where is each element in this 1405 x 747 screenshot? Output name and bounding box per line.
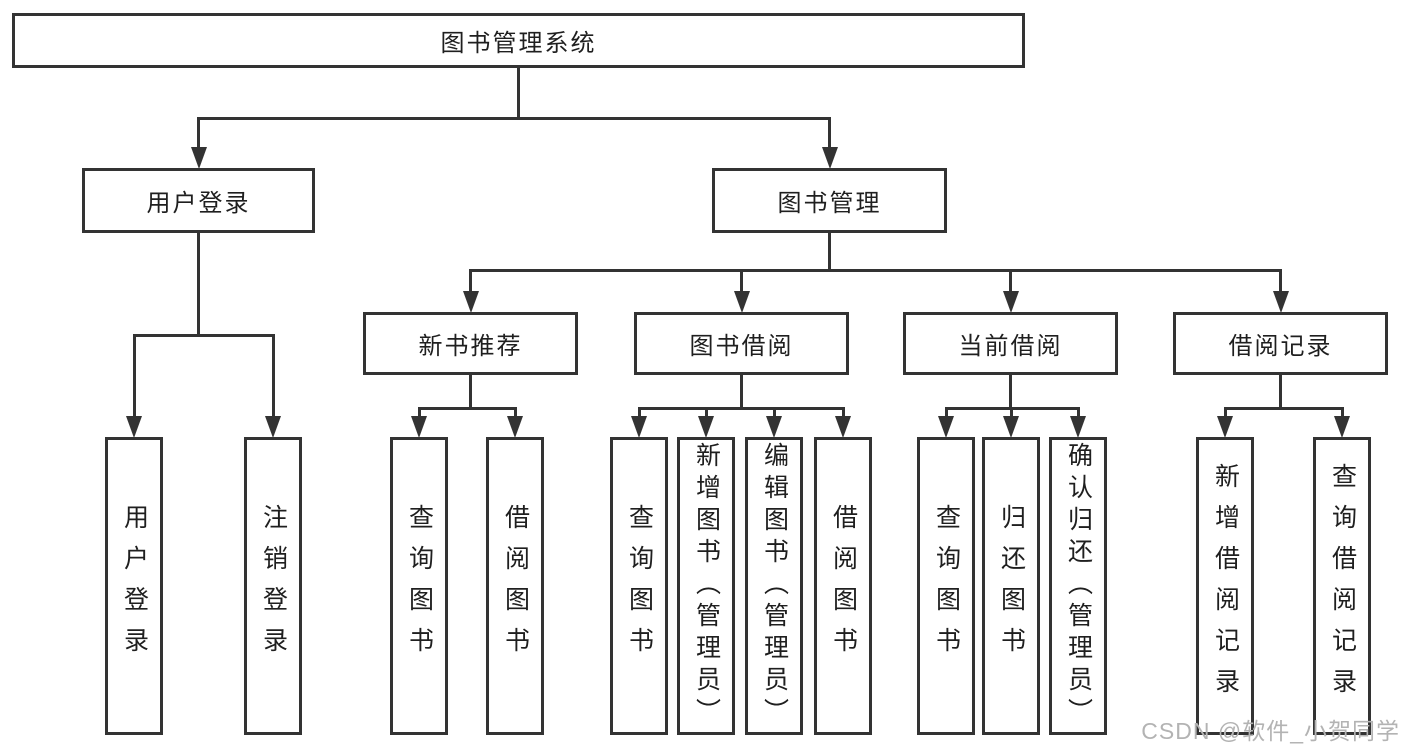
node-label-leaf-cb-confirm: 确认归还（管理员） <box>1064 442 1093 730</box>
node-label-leaf-cb-query: 查询图书 <box>932 504 961 668</box>
connector-drop-book-mgmt <box>828 118 831 150</box>
arrowhead-new-book-rec <box>462 291 479 313</box>
connector-drop-leaf-bb-edit <box>772 408 776 419</box>
connector-drop-leaf-user-login <box>132 335 136 419</box>
node-book-mgmt: 图书管理 <box>712 168 947 233</box>
csdn-watermark: CSDN @软件_小贺同学 <box>1141 718 1400 744</box>
connector-bar-user-login <box>132 333 275 337</box>
arrowhead-leaf-bb-query <box>631 416 647 438</box>
connector-bar-book-mgmt <box>469 268 1282 272</box>
connector-bar-root <box>197 116 831 120</box>
connector-stem-book-borrow <box>740 375 743 410</box>
arrowhead-book-borrow <box>733 291 750 313</box>
arrowhead-leaf-br-add <box>1217 416 1233 438</box>
node-user-login: 用户登录 <box>82 168 315 233</box>
arrowhead-leaf-bb-borrow <box>835 416 851 438</box>
connector-drop-leaf-cb-return <box>1009 408 1013 419</box>
node-label-current-borrow: 当前借阅 <box>958 333 1063 360</box>
node-leaf-nb-query: 查询图书 <box>390 437 448 735</box>
arrowhead-user-login <box>190 147 207 169</box>
connector-drop-leaf-logout <box>271 335 275 419</box>
arrowhead-leaf-logout <box>265 416 281 438</box>
node-leaf-cb-query: 查询图书 <box>917 437 975 735</box>
arrowhead-leaf-nb-borrow <box>507 416 523 438</box>
node-label-root: 图书管理系统 <box>440 30 597 57</box>
arrowhead-leaf-cb-return <box>1003 416 1019 438</box>
arrowhead-leaf-user-login <box>126 416 142 438</box>
node-current-borrow: 当前借阅 <box>903 312 1118 375</box>
node-label-new-book-rec: 新书推荐 <box>418 333 523 360</box>
arrowhead-leaf-nb-query <box>411 416 427 438</box>
arrowhead-current-borrow <box>1002 291 1019 313</box>
node-label-leaf-br-add: 新增借阅记录 <box>1211 463 1240 709</box>
node-leaf-bb-add: 新增图书（管理员） <box>677 437 735 735</box>
arrowhead-leaf-bb-edit <box>766 416 782 438</box>
node-leaf-nb-borrow: 借阅图书 <box>486 437 544 735</box>
node-label-leaf-bb-edit: 编辑图书（管理员） <box>760 442 789 730</box>
connector-drop-leaf-bb-borrow <box>841 408 845 419</box>
node-label-leaf-cb-return: 归还图书 <box>997 504 1026 668</box>
node-leaf-user-login: 用户登录 <box>105 437 163 735</box>
node-label-book-mgmt: 图书管理 <box>777 190 882 217</box>
connector-bar-new-book-rec <box>417 406 517 410</box>
node-label-leaf-nb-borrow: 借阅图书 <box>501 504 530 668</box>
node-leaf-bb-edit: 编辑图书（管理员） <box>745 437 803 735</box>
connector-stem-current-borrow <box>1009 375 1012 410</box>
node-label-leaf-logout: 注销登录 <box>259 504 288 668</box>
connector-drop-book-borrow <box>740 270 743 294</box>
connector-drop-borrow-records <box>1279 270 1282 294</box>
node-label-leaf-nb-query: 查询图书 <box>405 504 434 668</box>
connector-stem-root <box>517 68 520 120</box>
node-label-leaf-bb-query: 查询图书 <box>625 504 654 668</box>
node-leaf-logout: 注销登录 <box>244 437 302 735</box>
connector-drop-leaf-bb-add <box>704 408 708 419</box>
node-root: 图书管理系统 <box>12 13 1025 68</box>
node-leaf-br-add: 新增借阅记录 <box>1196 437 1254 735</box>
node-label-leaf-br-query: 查询借阅记录 <box>1328 463 1357 709</box>
connector-drop-user-login <box>197 118 200 150</box>
arrowhead-leaf-cb-query <box>938 416 954 438</box>
node-label-borrow-records: 借阅记录 <box>1228 333 1333 360</box>
node-new-book-rec: 新书推荐 <box>363 312 578 375</box>
arrowhead-book-mgmt <box>821 147 838 169</box>
arrowhead-leaf-br-query <box>1334 416 1350 438</box>
node-leaf-cb-return: 归还图书 <box>982 437 1040 735</box>
node-leaf-br-query: 查询借阅记录 <box>1313 437 1371 735</box>
connector-drop-new-book-rec <box>469 270 472 294</box>
connector-drop-leaf-cb-query <box>944 408 948 419</box>
node-leaf-bb-borrow: 借阅图书 <box>814 437 872 735</box>
connector-drop-current-borrow <box>1009 270 1012 294</box>
connector-drop-leaf-nb-borrow <box>513 408 517 419</box>
connector-drop-leaf-nb-query <box>417 408 421 419</box>
node-leaf-cb-confirm: 确认归还（管理员） <box>1049 437 1107 735</box>
arrowhead-leaf-cb-confirm <box>1070 416 1086 438</box>
node-label-leaf-bb-borrow: 借阅图书 <box>829 504 858 668</box>
connector-drop-leaf-br-query <box>1340 408 1344 419</box>
node-borrow-records: 借阅记录 <box>1173 312 1388 375</box>
node-label-book-borrow: 图书借阅 <box>689 333 794 360</box>
connector-drop-leaf-bb-query <box>637 408 641 419</box>
arrowhead-borrow-records <box>1272 291 1289 313</box>
node-book-borrow: 图书借阅 <box>634 312 849 375</box>
connector-drop-leaf-br-add <box>1223 408 1227 419</box>
connector-stem-new-book-rec <box>469 375 472 410</box>
node-label-leaf-user-login: 用户登录 <box>120 504 149 668</box>
node-label-leaf-bb-add: 新增图书（管理员） <box>692 442 721 730</box>
arrowhead-leaf-bb-add <box>698 416 714 438</box>
node-leaf-bb-query: 查询图书 <box>610 437 668 735</box>
connector-bar-borrow-records <box>1223 406 1344 410</box>
node-label-user-login: 用户登录 <box>146 190 251 217</box>
connector-stem-book-mgmt <box>828 233 831 272</box>
connector-stem-borrow-records <box>1279 375 1282 410</box>
connector-stem-user-login <box>197 233 200 337</box>
connector-drop-leaf-cb-confirm <box>1076 408 1080 419</box>
connector-bar-book-borrow <box>637 406 845 410</box>
